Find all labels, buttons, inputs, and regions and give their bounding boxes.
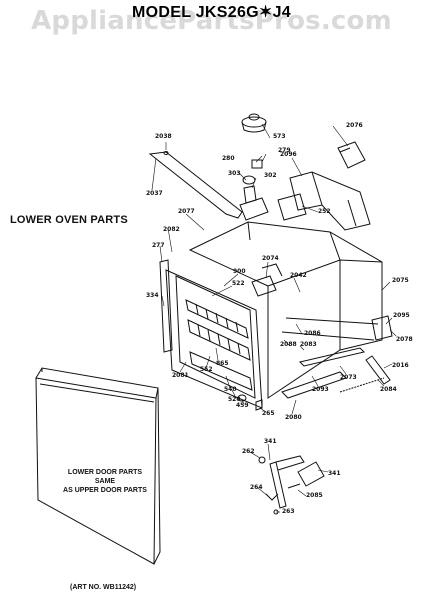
part-number-279: 279 [278,147,291,154]
thermostat-knob-part [241,113,267,133]
part-number-303: 303 [228,170,241,177]
part-number-2078: 2078 [396,336,413,343]
part-number-2082: 2082 [163,226,180,233]
switch-assembly-part [239,159,269,221]
right-bracket-part [371,315,393,341]
mounting-bracket-part [277,193,307,221]
oven-rack-upper [185,299,249,339]
coil-spring-2084 [339,377,385,393]
part-number-341-right: 341 [328,470,341,477]
top-trim-rail-part [148,151,243,219]
leader-lines [151,123,397,513]
part-number-2016: 2016 [392,362,409,369]
part-number-2076: 2076 [346,122,363,129]
side-rail-right [365,355,391,385]
side-trim-left [159,259,173,353]
model-title: MODEL JKS26G✶J4 [132,4,291,21]
part-number-522: 522 [232,280,245,287]
part-number-252: 252 [318,208,331,215]
part-number-2074: 2074 [262,255,279,262]
part-number-2080: 2080 [285,414,302,421]
watermark-text: AppliancePartsPros.com [31,6,392,36]
part-number-2088: 2088 [280,341,297,348]
door-note-line-2: SAME [94,478,116,485]
oven-rack-lower [187,319,251,361]
part-number-280: 280 [222,155,235,162]
lower-door-part [35,367,161,565]
bake-element-part [285,317,379,325]
part-number-2073: 2073 [340,374,357,381]
bottom-rail-front [281,371,347,399]
door-note-line-3: AS UPPER DOOR PARTS [63,487,147,494]
part-number-2084: 2084 [380,386,397,393]
part-number-334: 334 [146,292,159,299]
part-number-900: 900 [233,268,246,275]
part-number-2077: 2077 [178,208,195,215]
bracket-265 [255,399,263,411]
door-note: LOWER DOOR PARTS SAME AS UPPER DOOR PART… [40,468,170,495]
part-number-865: 865 [216,360,229,367]
art-number: (ART NO. WB11242) [70,584,137,591]
vent-bracket-part [337,141,366,169]
part-number-302: 302 [264,172,277,179]
part-number-573: 573 [273,133,286,140]
broil-element-rod [281,331,375,341]
part-number-520: 520 [228,396,241,403]
bottom-rail-rear [299,347,365,367]
part-number-262: 262 [242,448,255,455]
oven-front-frame [165,269,263,409]
vent-duct-part [289,171,371,231]
hinge-clip-459 [237,394,247,402]
part-number-552: 552 [200,366,213,373]
part-number-2093: 2093 [312,386,329,393]
part-number-2086: 2086 [304,330,321,337]
section-title: LOWER OVEN PARTS [10,214,128,226]
door-hinge-assembly [258,455,325,515]
part-number-2042: 2042 [290,272,307,279]
part-number-265: 265 [262,410,275,417]
part-number-264: 264 [250,484,263,491]
part-number-2085: 2085 [306,492,323,499]
part-number-2096: 2096 [280,151,297,158]
part-number-2037: 2037 [146,190,163,197]
part-number-2081: 2081 [172,372,189,379]
door-note-line-1: LOWER DOOR PARTS [67,469,143,476]
part-number-2075: 2075 [392,277,409,284]
part-number-263: 263 [282,508,295,515]
part-number-540: 540 [224,386,237,393]
part-number-341-upper: 341 [264,438,277,445]
screw-2038 [163,151,169,155]
part-number-2038: 2038 [155,133,172,140]
part-number-2095: 2095 [393,312,410,319]
oven-bottom-panel [189,351,253,391]
part-number-277: 277 [152,242,165,249]
part-number-459: 459 [236,402,249,409]
part-number-2083: 2083 [300,341,317,348]
oven-liner-body [188,221,383,399]
